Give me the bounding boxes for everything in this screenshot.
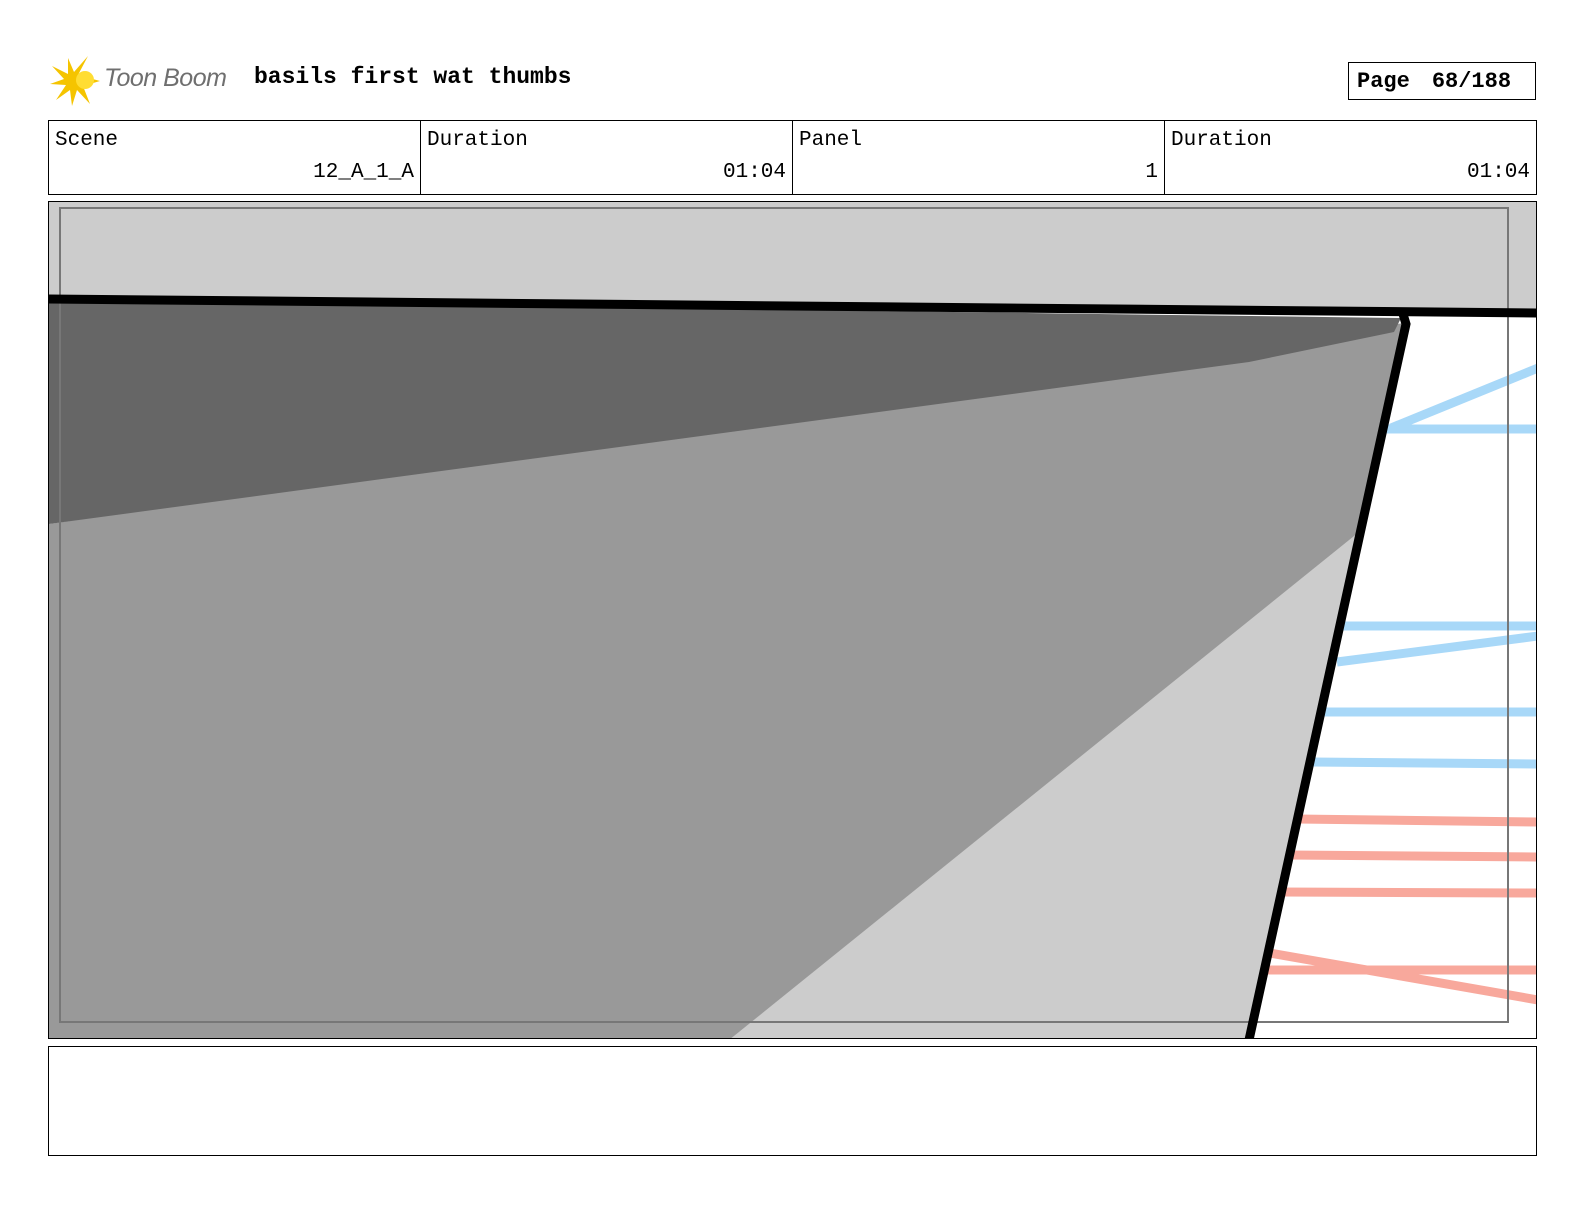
sky-band bbox=[49, 202, 1536, 312]
panel-cell: Panel 1 bbox=[793, 121, 1165, 194]
page-number: 68/188 bbox=[1431, 68, 1512, 94]
blue-lines bbox=[1310, 363, 1536, 769]
scene-duration-value: 01:04 bbox=[722, 161, 786, 184]
project-title: basils first wat thumbs bbox=[254, 64, 572, 90]
panel-duration-label: Duration bbox=[1171, 129, 1272, 152]
mid-gray-area bbox=[49, 320, 1424, 1038]
logo-text: Toon Boom bbox=[104, 64, 227, 92]
page-indicator: Page 68/188 bbox=[1348, 62, 1536, 100]
panel-value: 1 bbox=[1145, 161, 1158, 184]
scene-label: Scene bbox=[55, 129, 119, 152]
dark-gray-area bbox=[49, 300, 1401, 524]
camera-frame bbox=[59, 207, 1509, 1023]
scene-duration-cell: Duration 01:04 bbox=[421, 121, 793, 194]
scene-info-table: Scene 12_A_1_A Duration 01:04 Panel 1 Du… bbox=[48, 120, 1537, 195]
page-label: Page bbox=[1357, 68, 1410, 94]
scene-value: 12_A_1_A bbox=[313, 161, 414, 184]
starburst-icon bbox=[50, 56, 100, 106]
red-lines bbox=[1261, 814, 1536, 1005]
panel-duration-value: 01:04 bbox=[1466, 161, 1530, 184]
panel-label: Panel bbox=[799, 129, 863, 152]
storyboard-panel bbox=[48, 201, 1537, 1039]
scene-duration-label: Duration bbox=[427, 129, 528, 152]
ink-lines bbox=[49, 294, 1536, 1038]
scene-cell: Scene 12_A_1_A bbox=[49, 121, 421, 194]
panel-duration-cell: Duration 01:04 bbox=[1165, 121, 1536, 194]
panel-drawing bbox=[49, 202, 1536, 1038]
notes-box bbox=[48, 1046, 1537, 1156]
toon-boom-logo: Toon Boom bbox=[50, 54, 240, 108]
